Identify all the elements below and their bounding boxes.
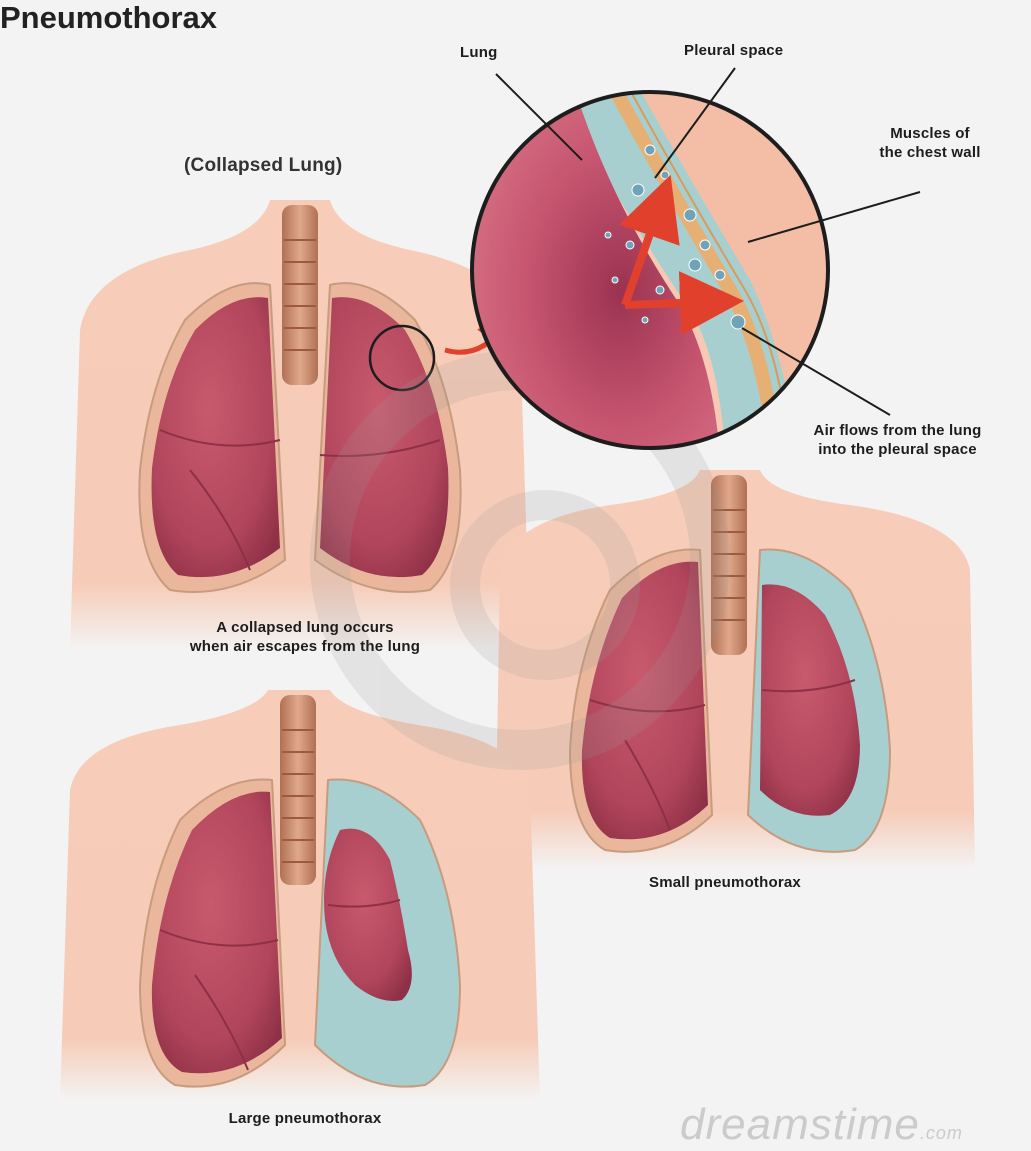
label-muscles-line2: the chest wall [860, 143, 1000, 162]
trachea [282, 205, 318, 385]
page-subtitle: (Collapsed Lung) [184, 155, 342, 177]
watermark: dreamstime.com [680, 1100, 963, 1150]
watermark-suffix: .com [920, 1123, 963, 1143]
caption-large-pneumothorax: Large pneumothorax [190, 1110, 420, 1127]
caption-collapsed-line2: when air escapes from the lung [150, 637, 460, 656]
caption-small-pneumothorax: Small pneumothorax [610, 874, 840, 891]
label-muscles: Muscles of the chest wall [860, 124, 1000, 162]
caption-collapsed: A collapsed lung occurs when air escapes… [150, 618, 460, 656]
trachea [280, 695, 316, 885]
label-pleural-space: Pleural space [684, 42, 783, 59]
label-airflow-line1: Air flows from the lung [785, 421, 1010, 440]
label-muscles-line1: Muscles of [860, 124, 1000, 143]
watermark-text: dreamstime [680, 1100, 920, 1149]
label-airflow-line2: into the pleural space [785, 440, 1010, 459]
label-lung: Lung [460, 44, 497, 61]
caption-collapsed-line1: A collapsed lung occurs [150, 618, 460, 637]
zoom-detail [470, 90, 830, 455]
label-airflow: Air flows from the lung into the pleural… [785, 421, 1010, 459]
